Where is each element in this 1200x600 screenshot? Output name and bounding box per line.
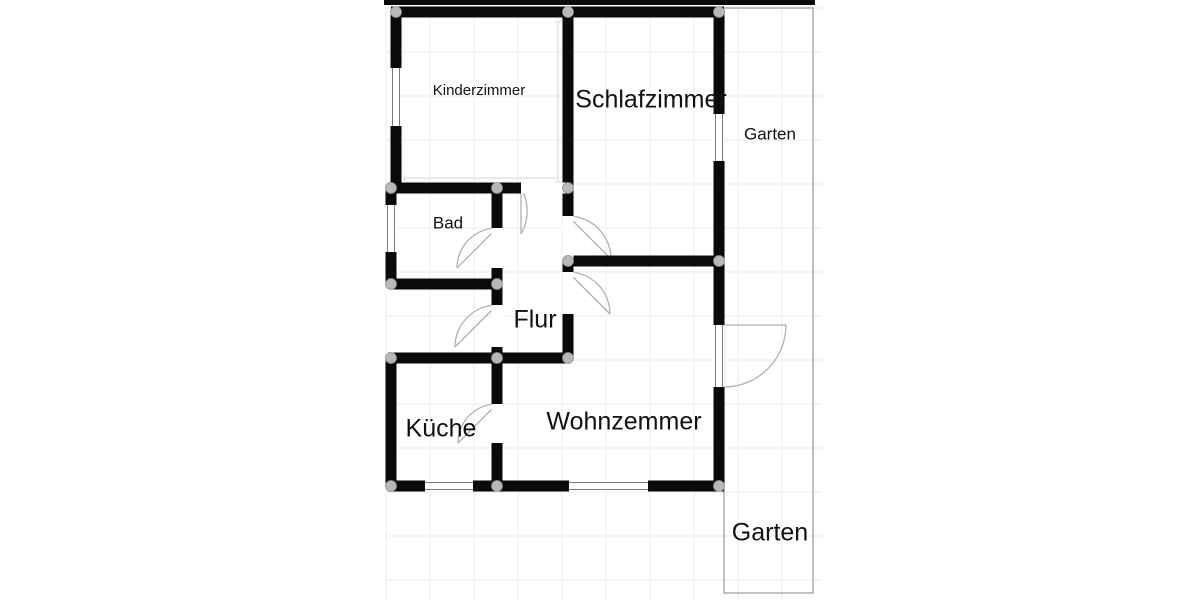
wall-corner-node[interactable] (491, 352, 503, 364)
room-label-wohnzimmer: Wohnzemmer (546, 408, 701, 436)
door-schlafzimmer-leaf-b (567, 215, 612, 260)
room-label-garten-unten: Garten (732, 519, 808, 547)
window-group (385, 68, 725, 492)
dimension-lines (403, 21, 561, 183)
door-terrasse-arc (723, 324, 787, 388)
corner-node-group (385, 6, 725, 492)
door-schlafzimmer-opening (562, 216, 574, 259)
door-bad-opening (491, 228, 503, 268)
door-bad-arc (456, 227, 498, 269)
door-kueche-arc (457, 403, 498, 444)
door-flur-bottom-opening (491, 305, 503, 347)
window-kueche-opening (425, 480, 473, 492)
wall-corner-node[interactable] (562, 255, 574, 267)
wall-corner-node[interactable] (562, 182, 574, 194)
wall-corner-node[interactable] (491, 182, 503, 194)
room-label-kueche: Küche (406, 415, 477, 443)
window-kinderzimmer-opening (390, 68, 402, 126)
door-kinderzimmer-opening (521, 182, 567, 194)
wall-corner-node[interactable] (385, 480, 397, 492)
wall-corner-node[interactable] (713, 255, 725, 267)
room-label-bad: Bad (433, 213, 463, 232)
door-group (454, 187, 787, 444)
wall-corner-node[interactable] (562, 352, 574, 364)
room-label-garten-oben: Garten (744, 124, 796, 143)
wall-corner-node[interactable] (713, 6, 725, 18)
wall-corner-node[interactable] (385, 352, 397, 364)
wall-corner-node[interactable] (491, 278, 503, 290)
window-wohnzimmer-opening (569, 480, 648, 492)
wall-corner-node[interactable] (385, 182, 397, 194)
wall-corner-node[interactable] (385, 278, 397, 290)
door-wohnzimmer-leaf-b (567, 271, 611, 315)
door-schlafzimmer-arc (567, 215, 612, 260)
room-label-kinderzimmer: Kinderzimmer (433, 82, 526, 99)
door-flur-bottom-arc (454, 304, 498, 348)
door-kueche-leaf-b (457, 403, 498, 444)
door-flur-bottom-leaf-b (454, 304, 498, 348)
top-border-bar (384, 0, 815, 5)
wall-corner-node[interactable] (491, 480, 503, 492)
door-terrasse-opening (713, 325, 725, 387)
room-label-schlafzimmer: Schlafzimmer (575, 86, 726, 114)
window-bad-opening (385, 205, 397, 252)
door-wohnzimmer-arc (567, 271, 611, 315)
door-bad-leaf-b (456, 227, 498, 269)
room-label-flur: Flur (513, 306, 556, 334)
window-schlafzimmer-opening (713, 114, 725, 161)
wall-corner-node[interactable] (390, 6, 402, 18)
wall-corner-node[interactable] (713, 480, 725, 492)
door-kueche-opening (491, 404, 503, 443)
wall-corner-node[interactable] (562, 6, 574, 18)
door-wohnzimmer-opening (562, 272, 574, 314)
